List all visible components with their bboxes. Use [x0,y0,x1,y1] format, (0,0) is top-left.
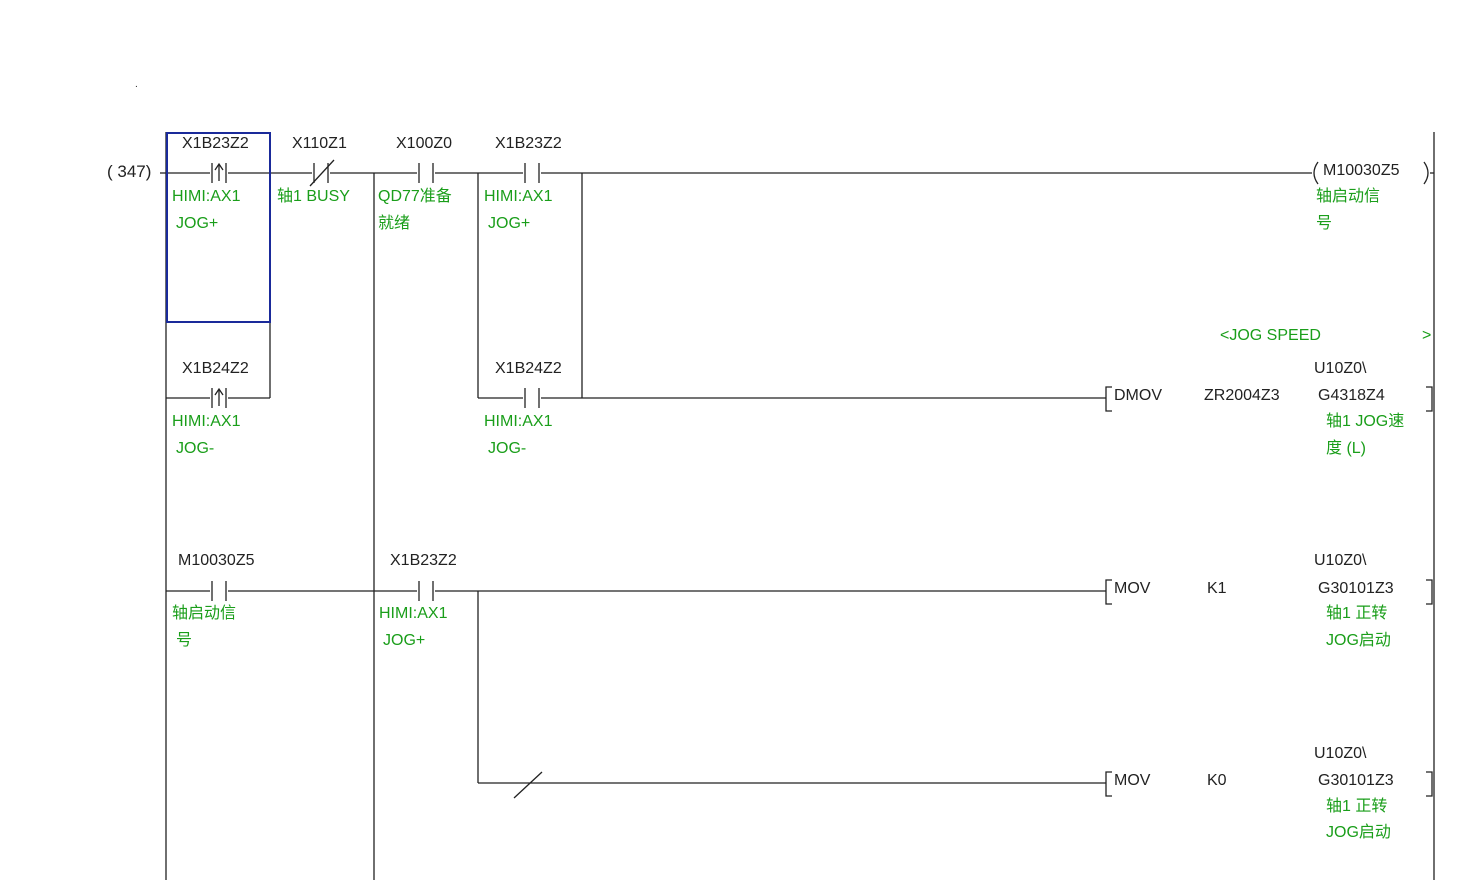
contact-7-device[interactable]: M10030Z5 [178,552,255,569]
contact-rising-edge-1 [211,162,227,183]
coil-comment: 轴启动信 [1316,188,1381,205]
instruction-3-src[interactable]: K0 [1207,772,1227,789]
instruction-3-dst2[interactable]: G30101Z3 [1318,772,1394,789]
coil-device[interactable]: M10030Z5 [1323,162,1400,179]
instruction-1-comment: 轴1 JOG速 [1326,413,1405,430]
contact-3-comment2: 就绪 [378,215,411,232]
contact-4-comment: HIMI:AX1 [484,188,553,205]
contact-no-6 [524,388,540,408]
contact-1-comment2: JOG+ [176,215,219,232]
contact-6-device[interactable]: X1B24Z2 [495,360,562,377]
instruction-2-comment: 轴1 正转 [1326,605,1388,622]
instruction-1-dst2[interactable]: G4318Z4 [1318,387,1385,404]
selection-cursor[interactable] [166,132,271,323]
dmov-close-bracket [1426,386,1433,412]
instruction-2-comment2: JOG启动 [1326,632,1391,649]
coil-open [1313,161,1319,185]
contact-2-comment: 轴1 BUSY [277,188,350,205]
contact-5-comment2: JOG- [176,440,215,457]
ladder-wiring [160,132,1435,880]
contact-no-8 [418,581,434,601]
contact-1-device[interactable]: X1B23Z2 [182,135,249,152]
instruction-3-op[interactable]: MOV [1114,772,1151,789]
contact-4-comment2: JOG+ [488,215,531,232]
contact-nc-2 [309,159,335,187]
contact-no-4 [524,163,540,183]
dmov-open-bracket [1105,386,1112,412]
instruction-1-op[interactable]: DMOV [1114,387,1162,404]
instruction-2-dst1[interactable]: U10Z0\ [1314,552,1367,569]
instruction-1-dst1[interactable]: U10Z0\ [1314,360,1367,377]
contact-6-comment2: JOG- [488,440,527,457]
mov2-open-bracket [1105,771,1112,797]
instruction-1-src[interactable]: ZR2004Z3 [1204,387,1280,404]
contact-no-3 [418,163,434,183]
instruction-3-comment: 轴1 正转 [1326,798,1388,815]
marker-dot: . [135,79,138,90]
contact-8-comment2: JOG+ [383,632,426,649]
mov1-close-bracket [1426,579,1433,605]
contact-8-device[interactable]: X1B23Z2 [390,552,457,569]
contact-6-comment: HIMI:AX1 [484,413,553,430]
contact-7-comment2: 号 [176,632,193,649]
coil-comment2: 号 [1316,215,1333,232]
contact-3-comment: QD77准备 [378,188,452,205]
instruction-3-comment2: JOG启动 [1326,824,1391,841]
statement-text: <JOG SPEED [1220,327,1321,344]
statement-end: > [1422,327,1432,344]
contact-5-device[interactable]: X1B24Z2 [182,360,249,377]
contact-2-device[interactable]: X110Z1 [292,135,347,152]
instruction-2-dst2[interactable]: G30101Z3 [1318,580,1394,597]
instruction-2-op[interactable]: MOV [1114,580,1151,597]
contact-3-device[interactable]: X100Z0 [396,135,453,152]
contact-no-7 [211,581,227,601]
instruction-3-dst1[interactable]: U10Z0\ [1314,745,1367,762]
instruction-2-src[interactable]: K1 [1207,580,1227,597]
contact-5-comment: HIMI:AX1 [172,413,241,430]
instruction-1-comment2: 度 (L) [1326,440,1367,457]
step-number: ( 347) [107,162,152,181]
mov2-close-bracket [1426,771,1433,797]
mov1-open-bracket [1105,579,1112,605]
coil-close [1423,161,1429,185]
contact-7-comment: 轴启动信 [172,605,237,622]
contact-4-device[interactable]: X1B23Z2 [495,135,562,152]
contact-rising-edge-5 [211,387,227,408]
contact-8-comment: HIMI:AX1 [379,605,448,622]
inversion-slash [513,771,543,799]
contact-1-comment: HIMI:AX1 [172,188,241,205]
